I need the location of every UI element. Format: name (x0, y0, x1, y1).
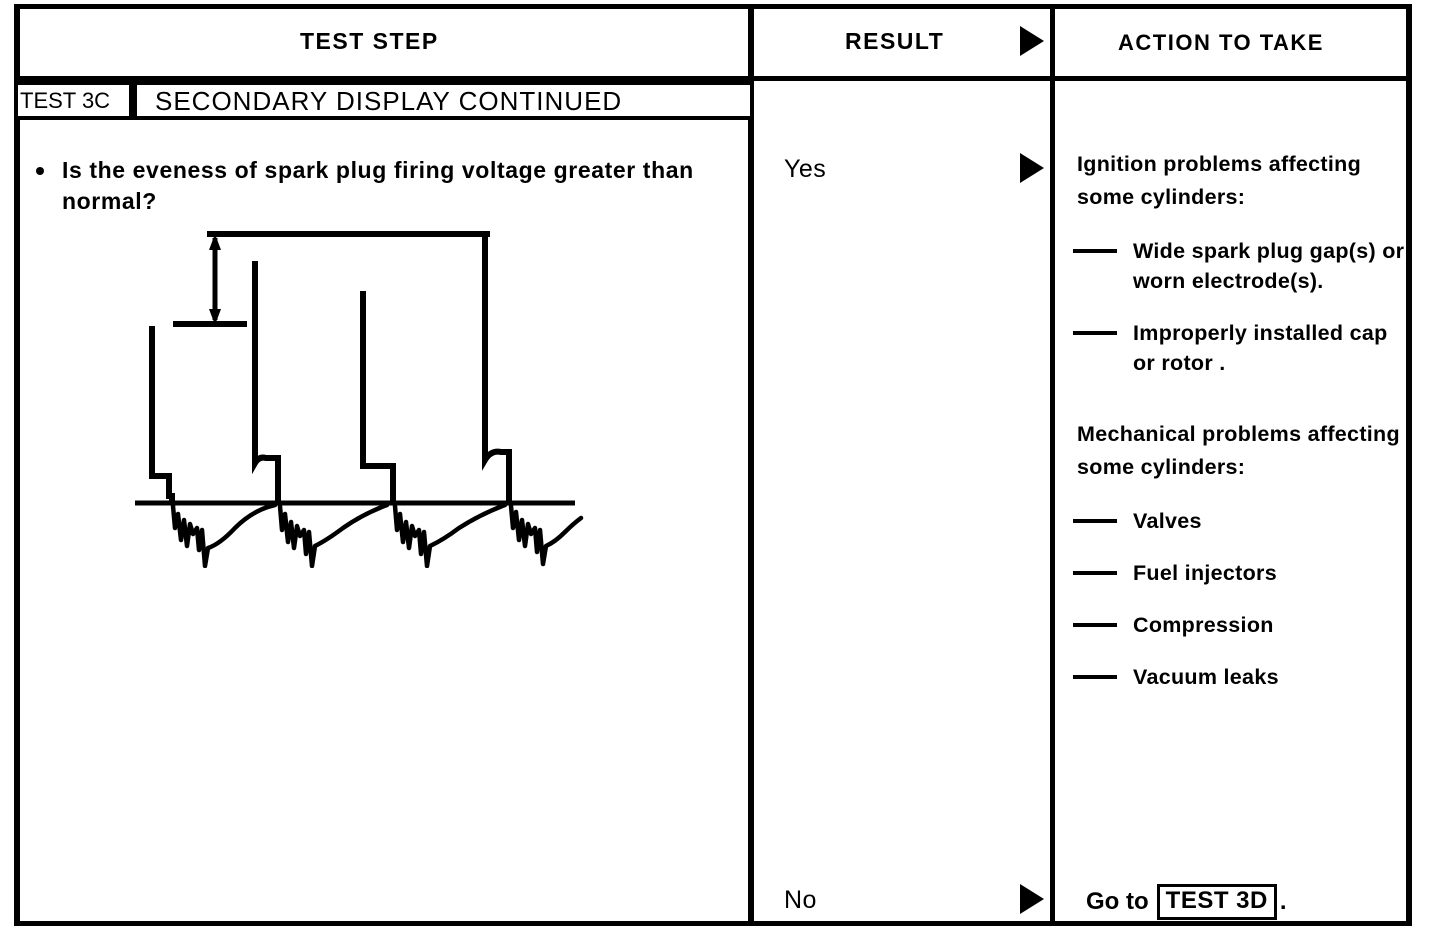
table-border-bottom (14, 921, 1412, 926)
action-item: Fuel injectors (1065, 558, 1410, 588)
result-yes: Yes (784, 155, 827, 183)
table-border-top (14, 4, 1412, 9)
em-dash-icon (1073, 571, 1117, 575)
test-id-label: TEST 3C (20, 88, 111, 113)
column-divider-result-action (1050, 4, 1055, 926)
goto-target-box[interactable]: TEST 3D (1156, 884, 1277, 920)
result-no: No (784, 886, 817, 914)
em-dash-icon (1073, 249, 1117, 253)
column-header-test-step: TEST STEP (300, 28, 439, 54)
action-to-take-content: Ignition problems affecting some cylinde… (1065, 148, 1410, 692)
table-border-right (1406, 4, 1412, 926)
header-rule-result (754, 76, 1051, 81)
bullet-dot-icon (36, 167, 44, 175)
action-item: Valves (1065, 506, 1410, 536)
column-header-action-to-take: ACTION TO TAKE (1118, 30, 1324, 55)
action-item-text: Fuel injectors (1133, 561, 1277, 585)
right-triangle-icon (1020, 26, 1044, 56)
test-step-question-text: Is the eveness of spark plug firing volt… (62, 157, 694, 214)
em-dash-icon (1073, 331, 1117, 335)
right-triangle-icon (1020, 153, 1044, 183)
em-dash-icon (1073, 519, 1117, 523)
goto-suffix-period: . (1279, 888, 1287, 915)
table-border-left (14, 4, 20, 926)
action-item: Vacuum leaks (1065, 662, 1410, 692)
action-group-heading-mechanical: Mechanical problems affecting some cylin… (1077, 422, 1400, 479)
action-item: Wide spark plug gap(s) or worn electrode… (1065, 236, 1410, 296)
test-title-label: SECONDARY DISPLAY CONTINUED (155, 86, 623, 116)
header-rule-action (1055, 76, 1412, 81)
right-triangle-icon (1020, 884, 1044, 914)
action-item: Compression (1065, 610, 1410, 640)
action-item-text: Wide spark plug gap(s) or worn electrode… (1133, 239, 1405, 293)
column-header-result: RESULT (845, 28, 945, 54)
action-item-text: Improperly installed cap or rotor . (1133, 321, 1388, 375)
test-title-box (133, 81, 754, 120)
action-item-text: Valves (1133, 509, 1202, 533)
action-item-text: Vacuum leaks (1133, 665, 1279, 689)
arrow-head-down (209, 309, 221, 325)
test-id-box (14, 81, 133, 120)
goto-reference: Go to TEST 3D . (1086, 884, 1287, 920)
column-divider-test-step-result (748, 4, 754, 926)
action-item-text: Compression (1133, 613, 1274, 637)
secondary-ignition-waveform-figure (125, 228, 595, 573)
test-step-question: Is the eveness of spark plug firing volt… (36, 155, 726, 217)
arrow-head-up (209, 234, 221, 250)
goto-prefix-label: Go to (1086, 888, 1149, 915)
action-group-heading-ignition: Ignition problems affecting some cylinde… (1077, 152, 1362, 209)
header-rule-test-step (14, 76, 754, 81)
em-dash-icon (1073, 675, 1117, 679)
em-dash-icon (1073, 623, 1117, 627)
action-item: Improperly installed cap or rotor . (1065, 318, 1410, 378)
